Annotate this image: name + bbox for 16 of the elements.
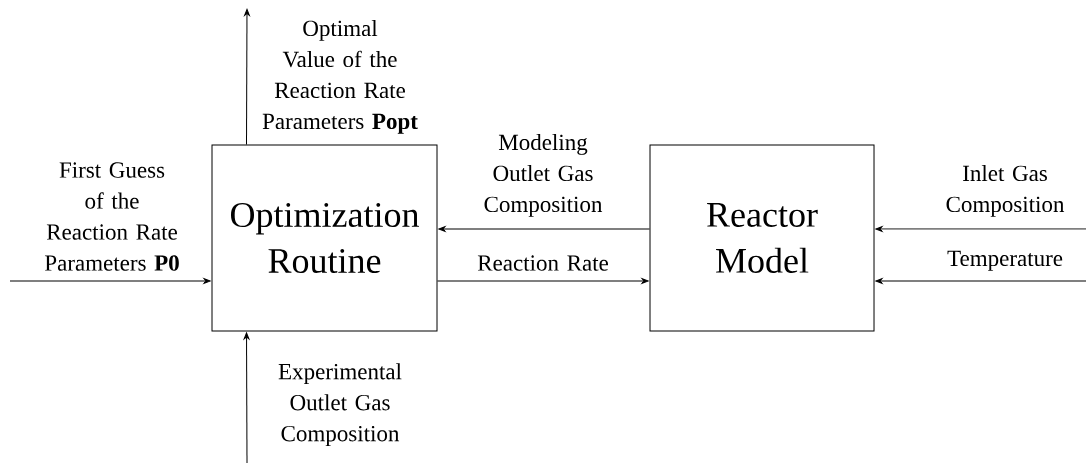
arrow [438,226,650,232]
process-box: Optimization Routine [211,144,438,332]
edge-label: Optimal Value of the Reaction Rate Parameters Popt [262,19,418,134]
process-box: Reactor Model [649,144,875,332]
arrow [875,278,1086,284]
arrow [875,226,1086,232]
arrow [437,278,649,284]
edge-label: First Guess of the Reaction Rate Parameters P0 [44,162,179,271]
edge-label: Experimental Outlet Gas Composition [278,363,402,447]
arrow [243,332,250,463]
edge-label: Temperature [947,250,1063,271]
edge-label: Reaction Rate [477,255,608,271]
edge-label: Modeling Outlet Gas Composition [484,133,603,217]
arrow [9,278,211,284]
arrow [244,8,250,145]
edge-label: Inlet Gas Composition [946,164,1065,217]
